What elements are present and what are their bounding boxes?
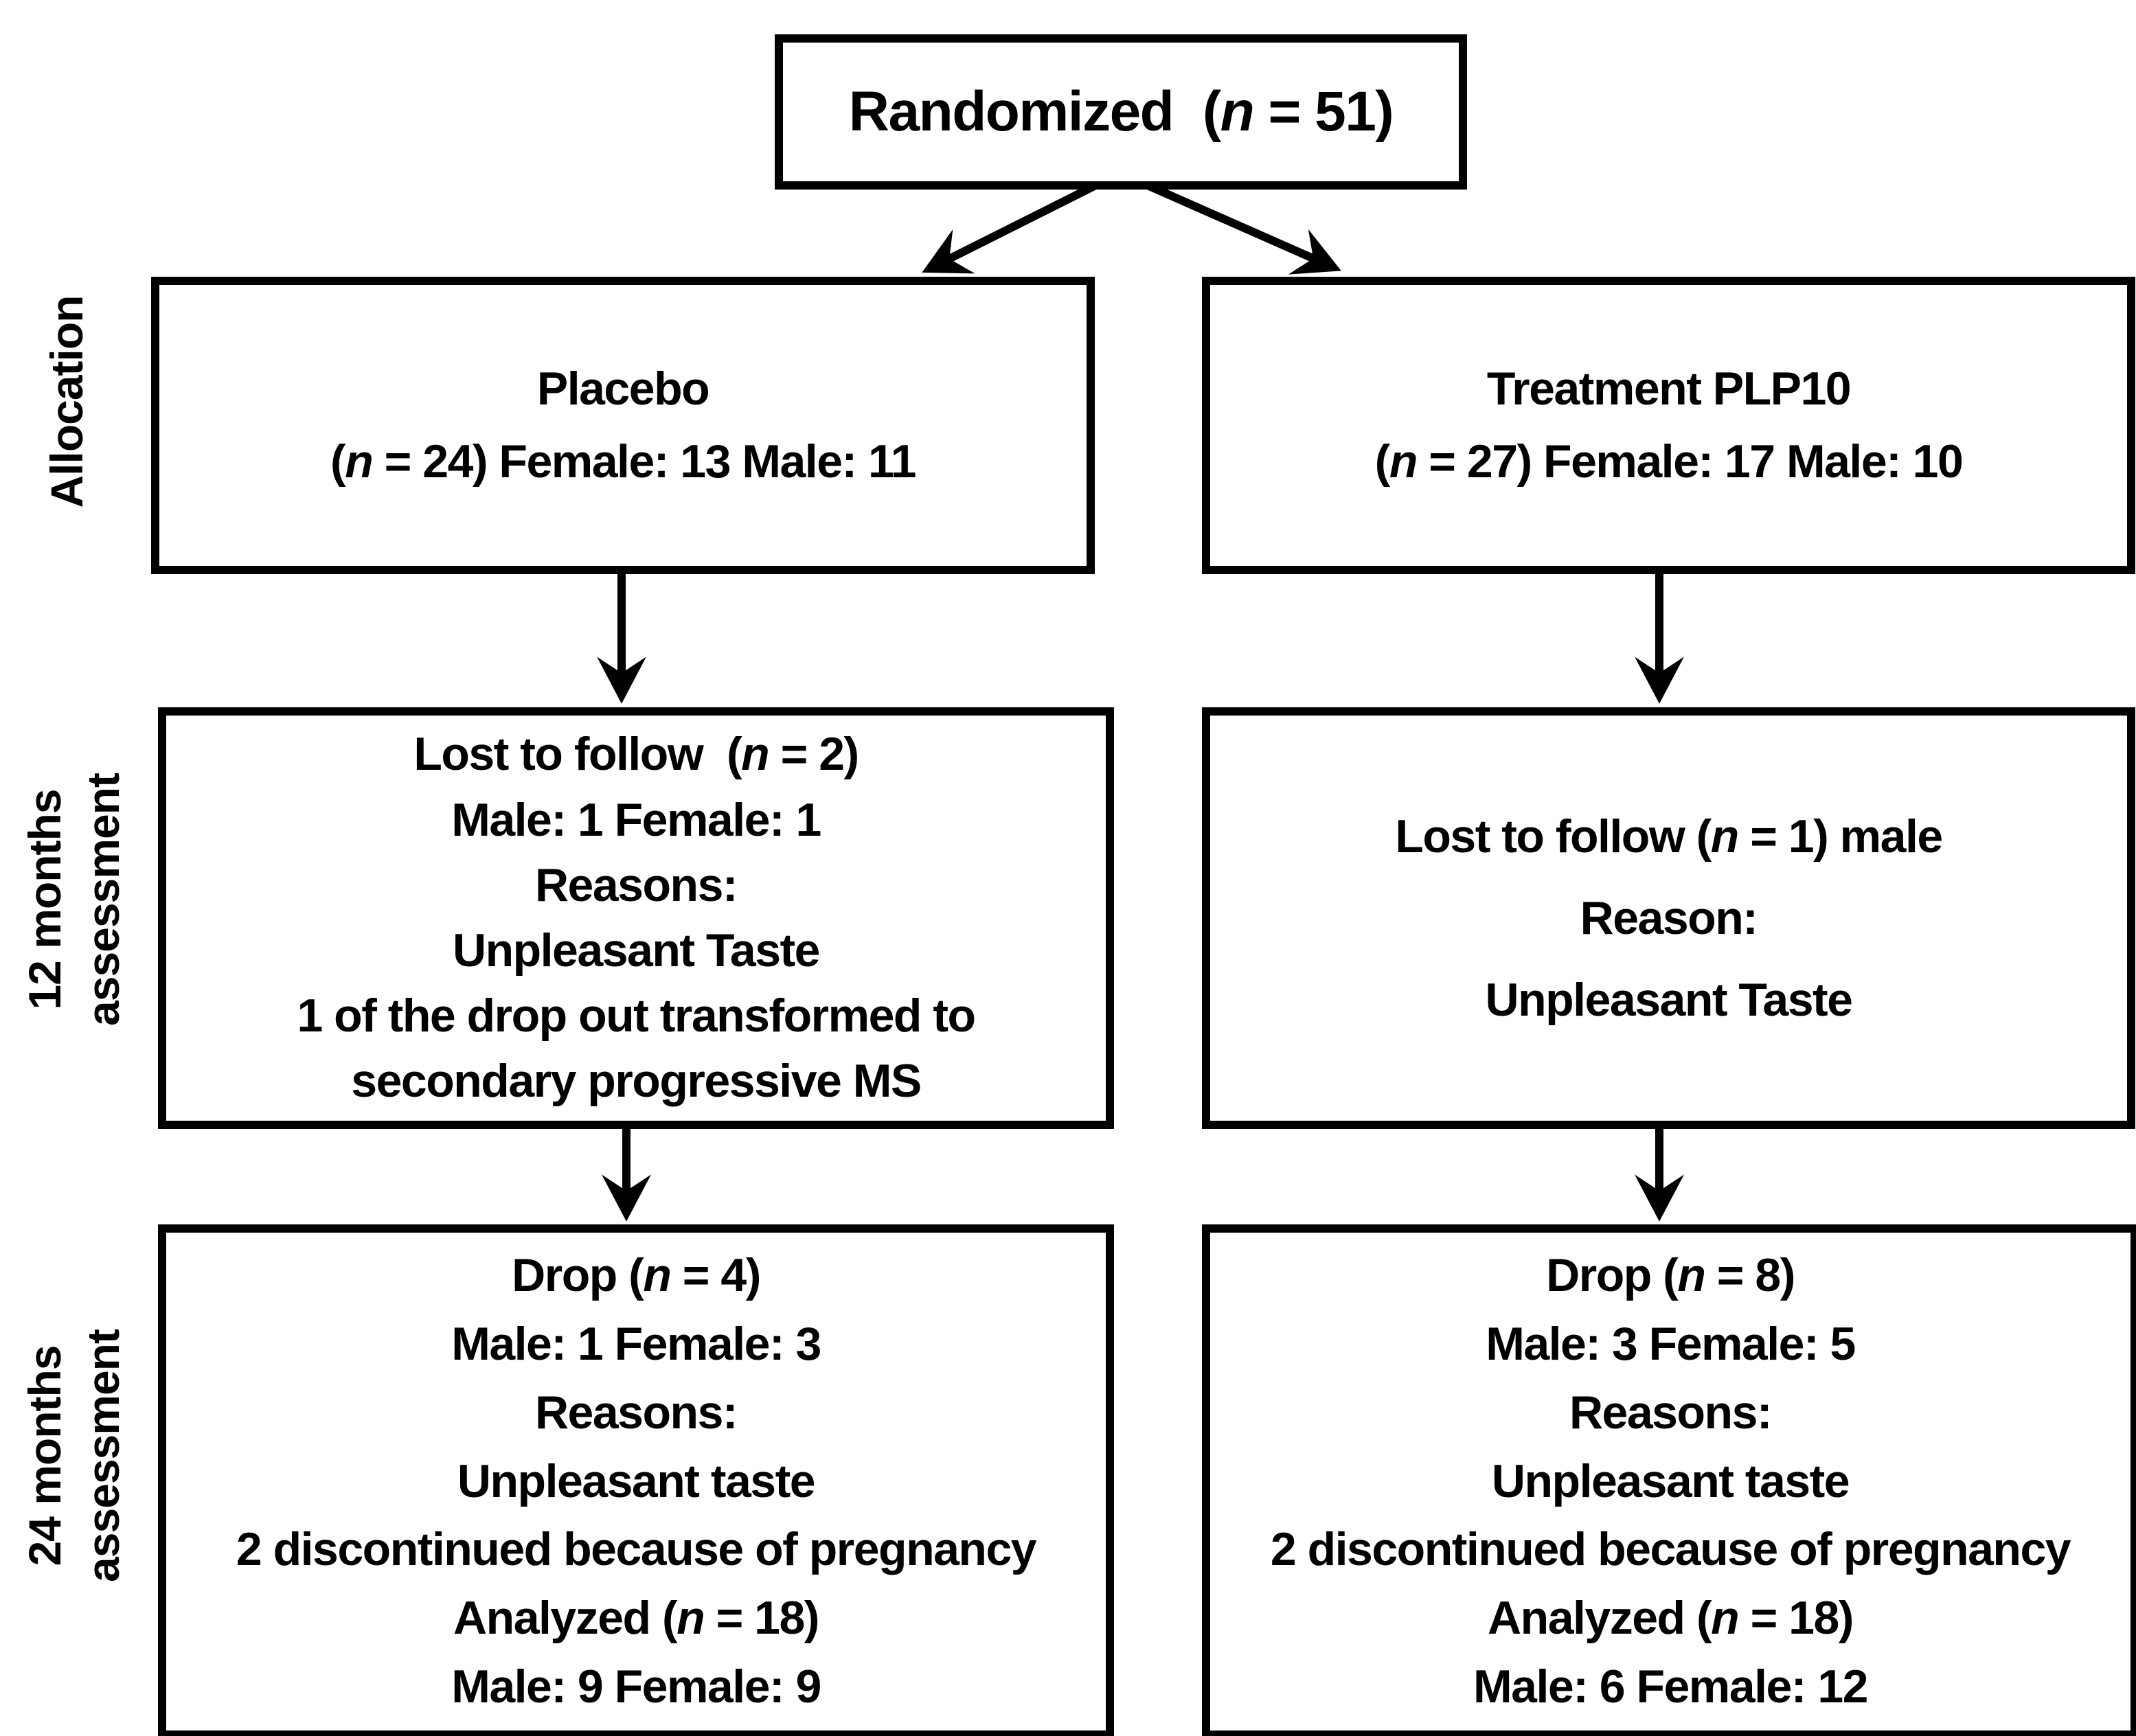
text-line: assessment <box>78 773 128 1026</box>
text-line: (n = 24) Female: 13 Male: 11 <box>330 435 916 488</box>
text-line: assessment <box>78 1329 128 1582</box>
text-line: Male: 9 Female: 9 <box>451 1660 821 1713</box>
box-placebo-allocation: Placebo (n = 24) Female: 13 Male: 11 <box>151 277 1095 574</box>
text-line: Male: 3 Female: 5 <box>1486 1317 1856 1370</box>
text-line: Allocation <box>41 295 92 508</box>
text-line: Analyzed (n = 18) <box>1488 1592 1854 1645</box>
box-placebo-12-months: Lost to follow (n = 2) Male: 1 Female: 1 R… <box>158 707 1114 1129</box>
text-line: secondary progressive MS <box>351 1055 922 1108</box>
text-line: Male: 1 Female: 1 <box>451 793 821 846</box>
text-line: Drop (n = 4) <box>512 1248 761 1301</box>
box-treatment-24-months: Drop (n = 8) Male: 3 Female: 5 Reasons: Unp… <box>1202 1224 2136 1736</box>
text-line: Drop (n = 8) <box>1546 1248 1795 1301</box>
text-line: Unpleasant Taste <box>452 924 821 976</box>
text-line: Randomized (n = 51) <box>848 80 1394 143</box>
box-placebo-24-months: Drop (n = 4) Male: 1 Female: 3 Reasons: Unp… <box>158 1224 1114 1736</box>
text-line: 1 of the drop out transformed to <box>297 990 976 1042</box>
arrow-randomized-to-placebo <box>922 171 1118 274</box>
text-line: 2 discontinued because of pregnancy <box>1270 1523 2071 1576</box>
text-line: Unpleasant Taste <box>1485 973 1853 1026</box>
text-line: Reasons: <box>1569 1386 1773 1439</box>
text-line: 24 months <box>19 1345 70 1566</box>
text-line: Lost to follow (n = 1) male <box>1395 810 1943 863</box>
arrow-randomized-to-treatment <box>1122 171 1341 275</box>
text-line: 12 months <box>19 789 70 1010</box>
text-line: (n = 27) Female: 17 Male: 10 <box>1374 435 1964 488</box>
text-line: Unpleasant taste <box>457 1454 816 1507</box>
text-line: Reasons: <box>534 858 738 911</box>
text-line: Placebo <box>536 363 710 415</box>
text-line: Reason: <box>1580 891 1758 944</box>
text-line: Unpleasant taste <box>1491 1454 1850 1507</box>
box-randomized: Randomized (n = 51) <box>775 34 1467 190</box>
text-line: Analyzed (n = 18) <box>453 1592 819 1645</box>
text-line: Reasons: <box>534 1386 738 1439</box>
text-line: 2 discontinued because of pregnancy <box>236 1523 1037 1576</box>
text-line: Male: 1 Female: 3 <box>451 1317 821 1370</box>
text-line: Lost to follow (n = 2) <box>413 728 859 781</box>
row-label-allocation: Allocation <box>38 161 100 642</box>
box-treatment-allocation: Treatment PLP10 (n = 27) Female: 17 Male:… <box>1202 277 2135 574</box>
text-line: Treatment PLP10 <box>1486 363 1852 415</box>
text-line: Male: 6 Female: 12 <box>1473 1660 1868 1713</box>
